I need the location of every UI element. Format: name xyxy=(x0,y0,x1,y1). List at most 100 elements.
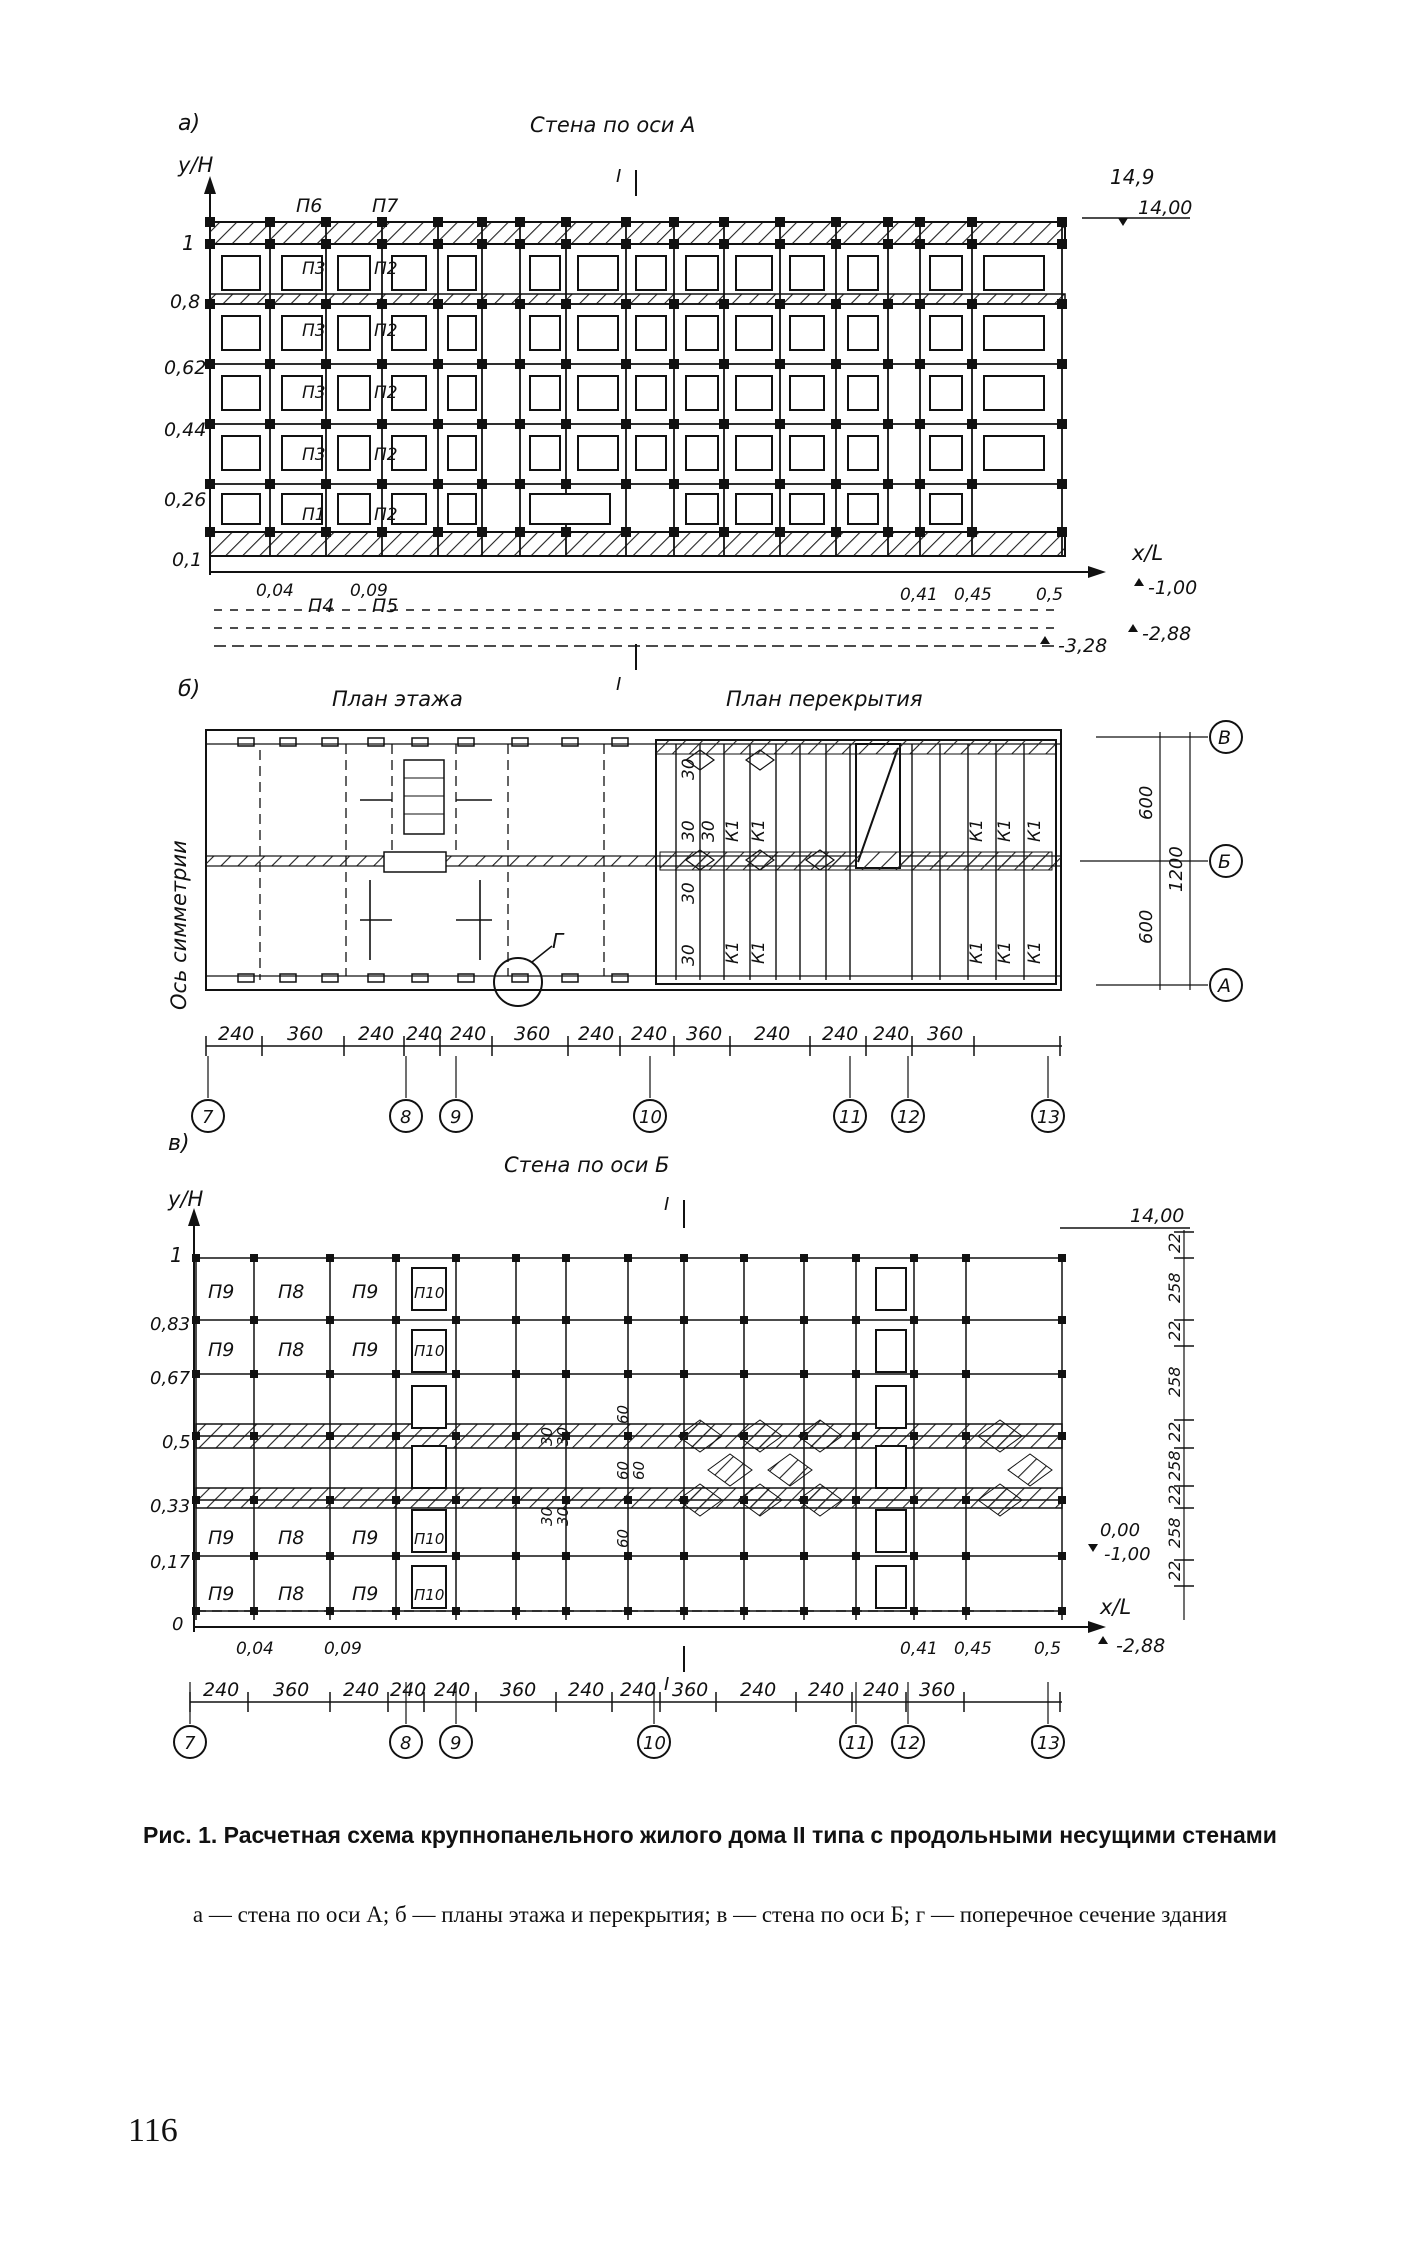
part-v-joint-node xyxy=(562,1432,570,1440)
part-a-window xyxy=(789,375,825,411)
part-v-door xyxy=(875,1385,907,1429)
part-v-joint-node xyxy=(250,1496,258,1504)
part-v-level-4: 0,5 xyxy=(162,1432,191,1453)
part-a-joint-node xyxy=(205,239,215,249)
part-v-level-7: 0 xyxy=(172,1614,183,1635)
part-b-slab-30-5: 30 xyxy=(679,944,699,966)
dimension-label: 240 xyxy=(873,1023,909,1045)
part-a-joint-node xyxy=(561,527,571,537)
part-v-joint-node xyxy=(740,1552,748,1560)
part-v-elev-marker-000 xyxy=(1088,1544,1098,1552)
part-b-window-bottom xyxy=(367,973,385,983)
part-a-joint-node xyxy=(477,299,487,309)
part-v-load-diamond xyxy=(737,1419,783,1453)
part-v-load-diamond xyxy=(1007,1453,1053,1487)
part-a-joint-node xyxy=(321,239,331,249)
part-a-window xyxy=(577,255,619,291)
part-a-joint-node xyxy=(621,217,631,227)
part-a-window xyxy=(635,315,667,351)
part-v-joint-node xyxy=(740,1370,748,1378)
part-a-panel-p2-1: П2 xyxy=(374,259,398,279)
part-v-panel-p9-1: П9 xyxy=(208,1281,234,1303)
part-a-joint-node xyxy=(775,299,785,309)
part-v-door xyxy=(875,1329,907,1373)
part-b-row-label-v: В xyxy=(1218,727,1231,749)
part-v-load-diamond xyxy=(797,1419,843,1453)
part-a-joint-node xyxy=(321,419,331,429)
part-a-letter: а) xyxy=(178,111,200,136)
part-a-joint-node xyxy=(831,527,841,537)
part-a-joint-node xyxy=(967,217,977,227)
part-v-x-mark-2: 0,09 xyxy=(324,1639,362,1659)
part-v-joint-node xyxy=(392,1254,400,1262)
part-a-window xyxy=(281,435,323,471)
part-b-window-top xyxy=(561,737,579,747)
part-a-window xyxy=(735,315,773,351)
part-v-joint-node xyxy=(192,1316,200,1324)
part-a-window xyxy=(735,375,773,411)
part-a-elev-m288: -2,88 xyxy=(1142,623,1191,645)
part-v-joint-node xyxy=(392,1370,400,1378)
part-a-window xyxy=(735,255,773,291)
structural-drawing: а) Стена по оси А y/H x/L 1 0,8 0,62 0,4… xyxy=(150,111,1243,1759)
part-a-joint-node xyxy=(1057,527,1067,537)
dimension-label: 240 xyxy=(822,1023,858,1045)
part-a-window xyxy=(847,375,879,411)
part-a-joint-node xyxy=(377,299,387,309)
part-a-joint-node xyxy=(967,419,977,429)
part-b-slab-strips xyxy=(655,739,1057,980)
part-v-panel-p8-1: П8 xyxy=(278,1281,304,1303)
part-v-doors xyxy=(411,1267,907,1609)
part-v-joint-node xyxy=(910,1496,918,1504)
part-v-joint-node xyxy=(452,1316,460,1324)
part-v-beam-30-1: 30 xyxy=(538,1427,556,1446)
part-a-panel-p4: П4 xyxy=(308,595,334,617)
part-a-window xyxy=(281,315,323,351)
part-a-window xyxy=(847,315,879,351)
part-v-beam-60-1: 60 xyxy=(614,1405,632,1424)
part-b-dim-600-top: 600 xyxy=(1136,786,1157,820)
part-a-joint-node xyxy=(915,239,925,249)
axis-bubble xyxy=(389,1099,423,1133)
part-a-joint-node xyxy=(477,217,487,227)
part-v-joint-node xyxy=(852,1496,860,1504)
dimension-label: 360 xyxy=(686,1023,722,1045)
dimension-label: 240 xyxy=(343,1679,379,1701)
part-b-slab-edge-top xyxy=(655,739,1057,755)
part-v-joint-node xyxy=(852,1432,860,1440)
part-a-joint-node xyxy=(561,419,571,429)
part-v-joint-node xyxy=(680,1316,688,1324)
part-a-window xyxy=(983,435,1045,471)
part-a-window xyxy=(929,315,963,351)
part-b-slab-30-1: 30 xyxy=(679,758,699,780)
part-a-window xyxy=(391,255,427,291)
part-v-door xyxy=(411,1565,447,1609)
part-v-joint-node xyxy=(562,1370,570,1378)
part-v-level-5: 0,33 xyxy=(150,1496,190,1517)
part-b-window-bottom xyxy=(561,973,579,983)
part-b-window-top xyxy=(279,737,297,747)
part-b-title-floor: План этажа xyxy=(332,687,463,711)
part-a-joint-node xyxy=(321,299,331,309)
part-a-y-arrow xyxy=(204,176,216,194)
dimension-label: 240 xyxy=(754,1023,790,1045)
part-a-window xyxy=(847,435,879,471)
part-a-joint-node xyxy=(433,479,443,489)
part-a-joint-node xyxy=(515,299,525,309)
part-a-window xyxy=(447,435,477,471)
part-a-panel-p1: П1 xyxy=(302,505,326,525)
side-dim-label: 258 xyxy=(1165,1517,1184,1548)
part-a-window xyxy=(221,435,261,471)
axis-bubble xyxy=(891,1725,925,1759)
dimension-label: 360 xyxy=(672,1679,708,1701)
part-v-section-mark-top: I xyxy=(664,1194,669,1215)
part-v-joint-node xyxy=(1058,1370,1066,1378)
part-a-window xyxy=(529,435,561,471)
part-a-joint-node xyxy=(831,479,841,489)
part-b-row-circle-b xyxy=(1209,844,1243,878)
part-a-joint-node xyxy=(719,299,729,309)
part-v-elev-m288: -2,88 xyxy=(1116,1635,1165,1657)
part-b-symmetry-label: Ось симметрии xyxy=(167,840,191,1010)
part-b-window-top xyxy=(457,737,475,747)
